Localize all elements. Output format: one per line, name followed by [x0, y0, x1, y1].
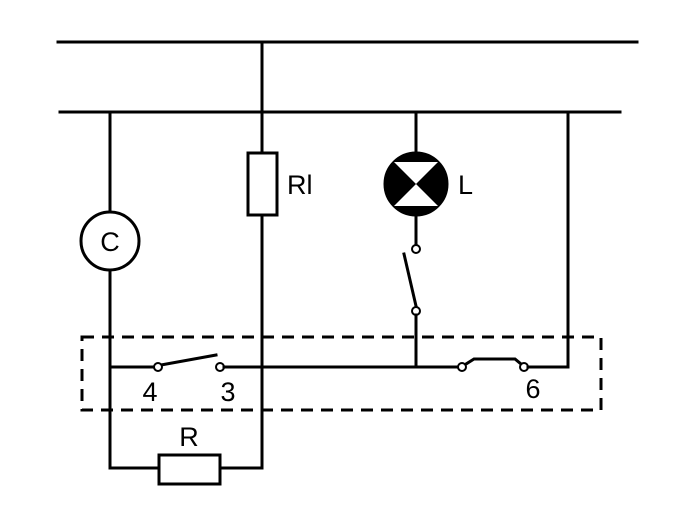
lamp-symbol	[383, 151, 449, 217]
lamp-label: L	[458, 170, 473, 200]
switch-6-terminal-left	[457, 362, 467, 372]
terminal-4-label: 4	[142, 377, 157, 407]
motor-label: C	[100, 227, 120, 257]
relay-coil-symbol	[246, 151, 279, 217]
resistor-symbol	[157, 453, 222, 486]
terminal-4-contact	[153, 362, 163, 372]
lamp-switch-blade	[402, 252, 418, 308]
switch-4-3-blade	[159, 353, 218, 367]
relay-coil-label: Rl	[287, 170, 313, 200]
terminal-3-label: 3	[220, 377, 235, 407]
switch-6-blade	[463, 357, 524, 367]
resistor-label: R	[179, 422, 199, 452]
lamp-switch-terminal-top	[411, 244, 421, 254]
control-unit-box	[80, 335, 603, 412]
terminal-6-label: 6	[525, 374, 540, 404]
